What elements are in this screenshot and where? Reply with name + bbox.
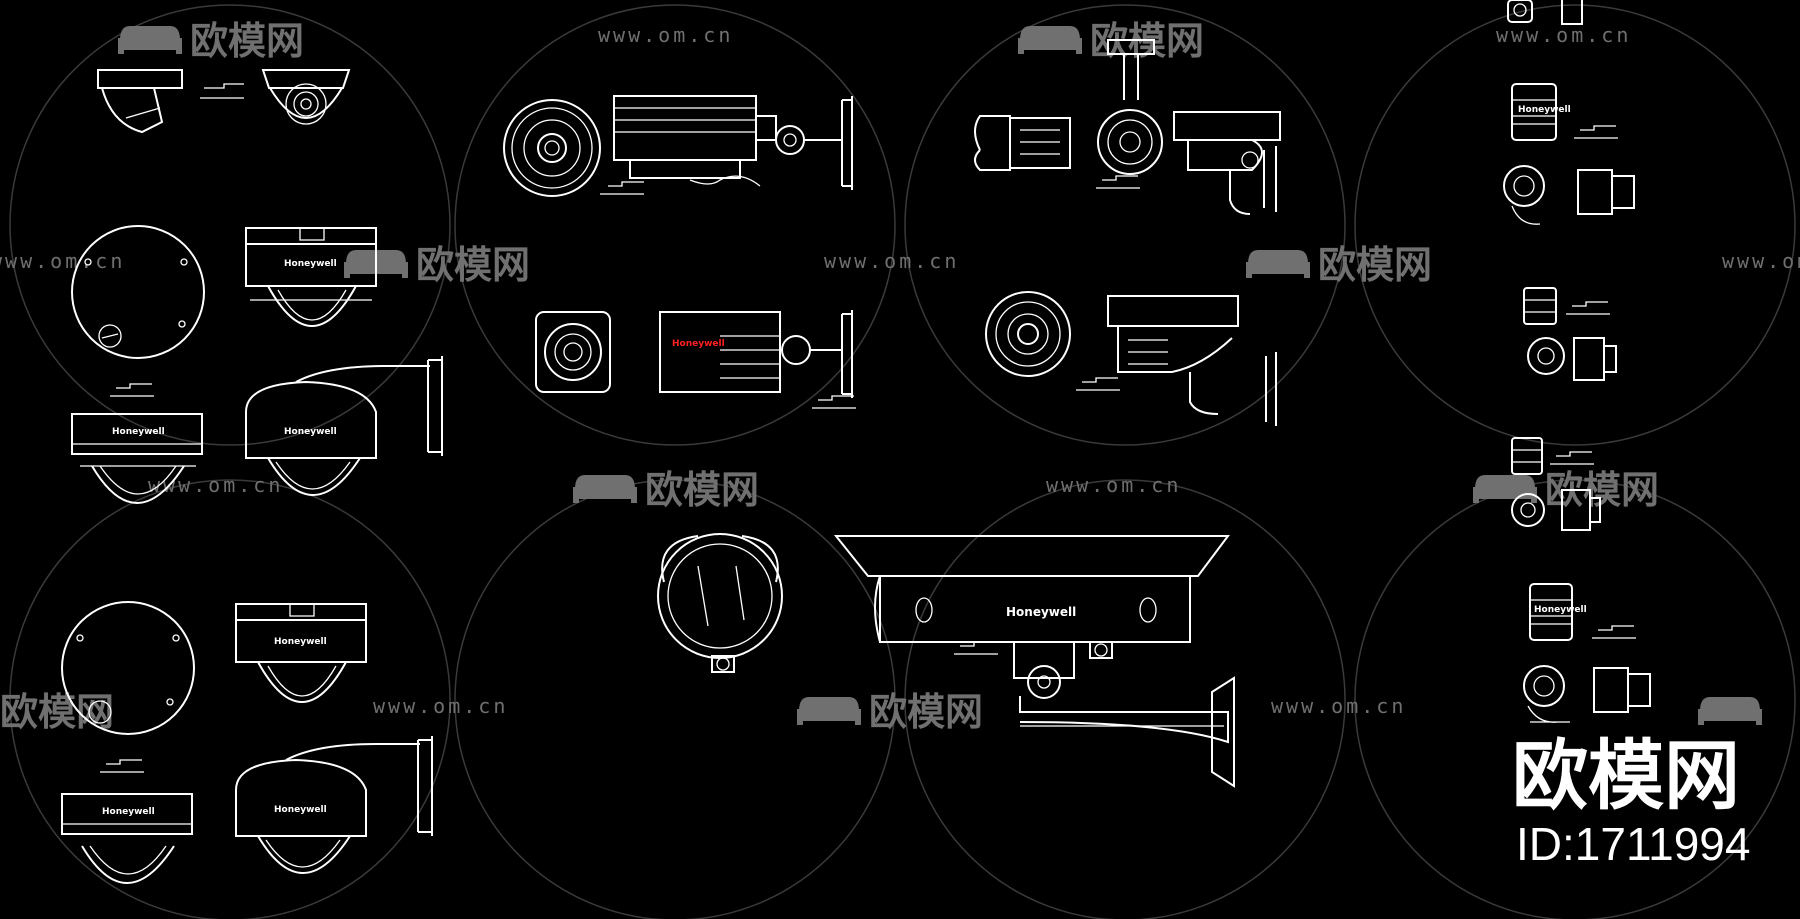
dome-camera-large: Honeywell [235,603,367,703]
brand-label: Honeywell [274,637,327,647]
watermark-site-text: www.om.cn [1722,249,1800,273]
brand-label: Honeywell [284,259,337,269]
brand-label: Honeywell [274,805,327,815]
watermark-logo: 欧模网 [118,19,304,63]
brand-label: Honeywell [112,427,165,437]
dim-label [100,759,144,773]
watermark-site-text: www.om.cn [598,23,733,47]
sofa-logo-icon [573,475,637,503]
dome-camera-large: Honeywell [245,227,377,327]
lens-side-pair [1523,665,1651,723]
dome-camera-small-side [97,69,183,134]
watermark-site-text: www.om.cn [0,249,125,273]
watermark-brand-text: 欧模网 [869,690,983,734]
bullet-camera-front [503,99,601,197]
dim-label [200,83,244,99]
watermark-site-text: www.om.cn [824,249,959,273]
brand-label: Honeywell [1534,605,1587,615]
lens-unit [1523,287,1557,325]
dim-label [110,383,154,397]
housing-camera-side-large [1107,295,1277,426]
dim-label [812,395,856,409]
watermark-site-text: www.om.cn [373,694,508,718]
watermark-brand-logos: 欧模网 欧模网 欧模网 欧模网 欧模网 欧模网 欧模网 欧模网 [0,19,1762,734]
lens-side-pair [1503,165,1635,225]
site-logo-block: 欧模网 ID:1711994 [1512,731,1750,870]
dome-camera-wall-mount: Honeywell [245,356,443,496]
lens-side-pair [1511,489,1601,531]
watermark-logo: 欧模网 [573,468,759,512]
watermark-circles [9,4,1796,919]
dome-camera-front-view: Honeywell [71,413,203,504]
lens-side-pair [1527,337,1617,381]
sofa-logo-icon [1473,475,1537,503]
bullet-camera-side [613,95,853,190]
watermark-site-texts: www.om.cn www.om.cn www.om.cn www.om.cn … [0,23,1800,718]
watermark-site-text: www.om.cn [1046,473,1181,497]
dome-camera-small-front [261,69,351,125]
dome-camera-wall-mount: Honeywell [235,736,433,874]
dome-camera-front-view: Honeywell [61,793,193,884]
watermark-site-text: www.om.cn [1496,23,1631,47]
watermark-site-text: www.om.cn [1271,694,1406,718]
watermark-brand-text: 欧模网 [416,243,530,287]
housing-camera-side-small [974,115,1071,171]
box-camera-front [657,533,783,673]
watermark-logo: 欧模网 [0,690,114,734]
brand-label: Honeywell [284,427,337,437]
sofa-logo-icon [118,26,182,54]
lens-unit: Honeywell [1511,83,1571,141]
dim-label [1574,125,1618,139]
housing-camera-wall [1173,111,1281,215]
dim-label [1592,625,1636,639]
watermark-logo: 欧模网 [797,690,983,734]
brand-label-red: Honeywell [672,339,725,349]
watermark-brand-text: 欧模网 [1318,243,1432,287]
dim-label [600,181,644,195]
sofa-logo-icon [797,697,861,725]
housing-camera-front-small [1097,39,1163,175]
brand-label: Honeywell [102,807,155,817]
dim-label [1076,377,1120,391]
watermark-logo [1698,697,1762,725]
dome-camera-top-view [71,225,205,359]
sofa-logo-icon [1698,697,1762,725]
sofa-logo-icon [1246,250,1310,278]
lens-unit: Honeywell [1529,583,1587,641]
dim-label [1550,451,1594,465]
sofa-logo-icon [1018,26,1082,54]
brand-label: Honeywell [1518,105,1571,115]
dim-label [954,641,998,655]
box-camera-side-large: Honeywell [833,535,1235,788]
logo-brand-text: 欧模网 [1512,731,1740,820]
bullet-camera-side-small: Honeywell [659,310,853,398]
box-camera-top-cluster [1507,0,1583,25]
watermark-brand-text: 欧模网 [0,690,114,734]
lens-unit [1511,437,1543,475]
housing-camera-front-ring [985,291,1071,377]
logo-id-text: ID:1711994 [1516,818,1750,870]
dim-label [1566,301,1610,315]
watermark-logo: 欧模网 [344,243,530,287]
watermark-brand-text: 欧模网 [190,19,304,63]
watermark-brand-text: 欧模网 [645,468,759,512]
brand-label: Honeywell [1006,605,1076,619]
dim-label [1096,175,1140,189]
watermark-logo: 欧模网 [1246,243,1432,287]
bullet-camera-front-square [535,311,611,393]
dome-camera-top-view [61,601,195,735]
